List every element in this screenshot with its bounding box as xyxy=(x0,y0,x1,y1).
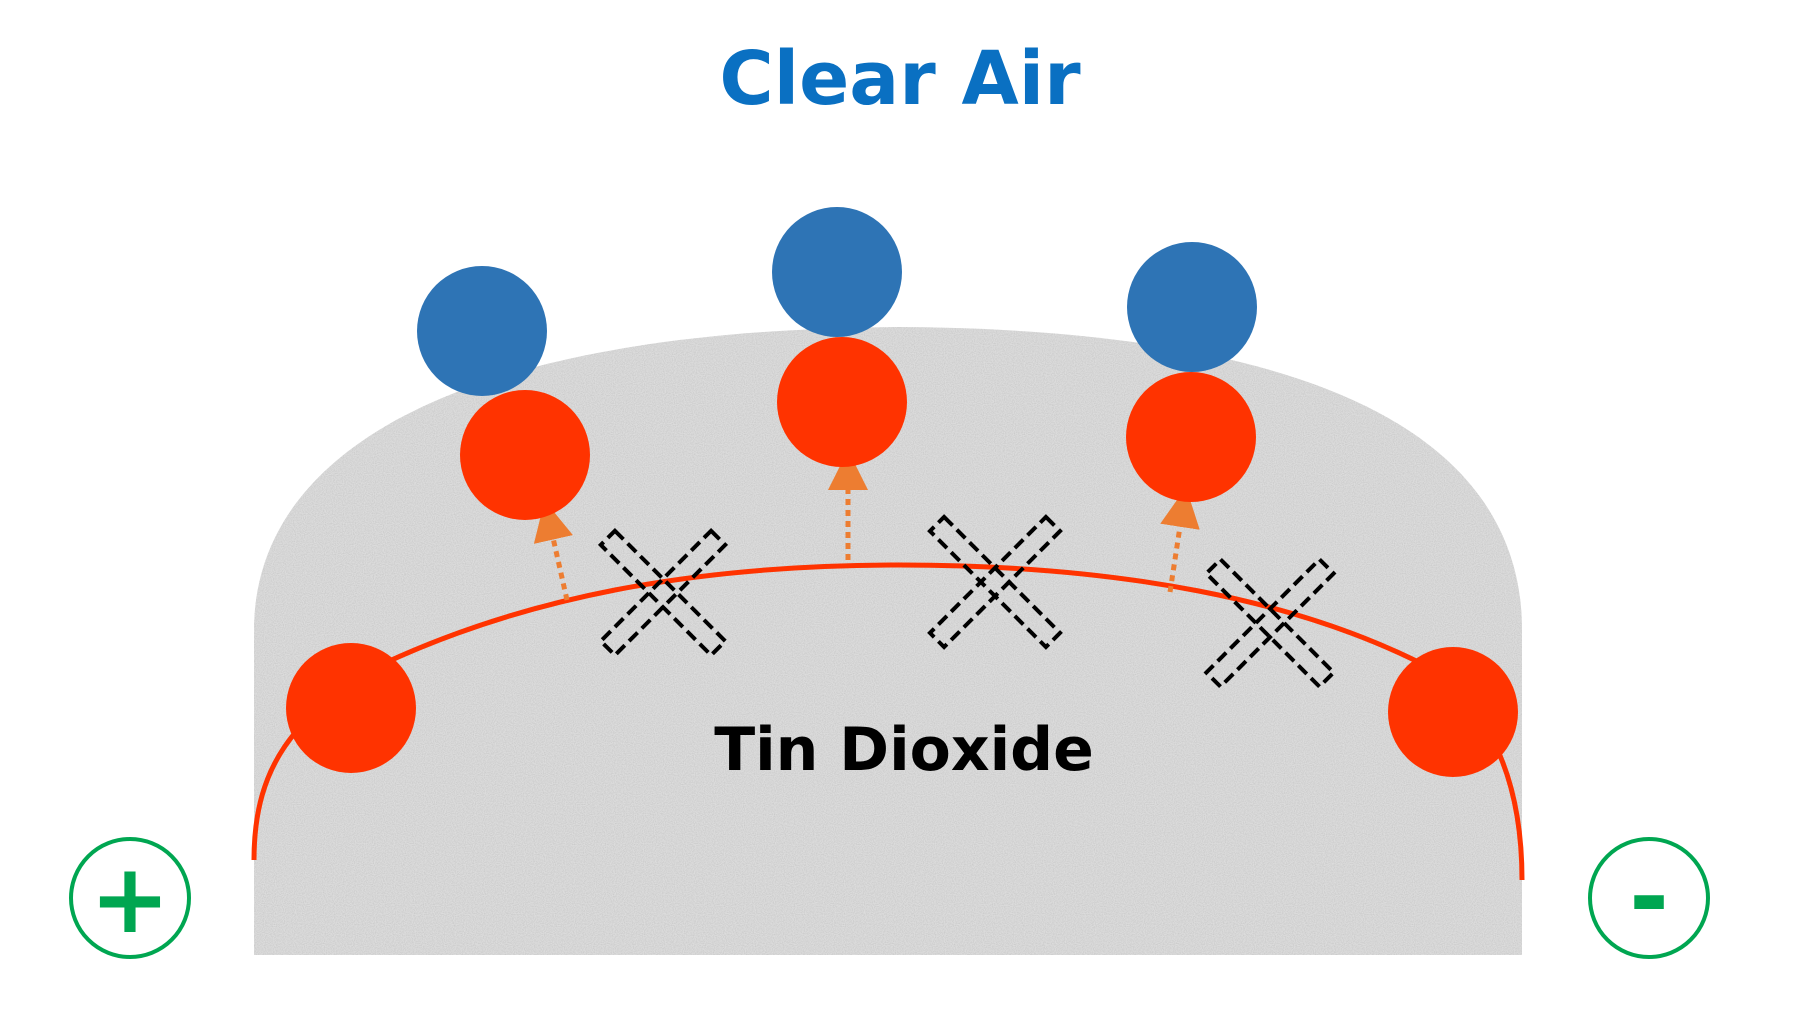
negative-terminal-ring xyxy=(1588,837,1710,959)
adsorbed-molecule xyxy=(1127,242,1257,372)
diagram-title: Clear Air xyxy=(719,36,1081,122)
positive-terminal: + xyxy=(69,837,191,959)
electron-arrow xyxy=(533,500,573,601)
oxygen-atom xyxy=(1388,647,1518,777)
negative-sign: - xyxy=(1629,841,1669,953)
oxygen-atom xyxy=(777,337,907,467)
oxygen-atom xyxy=(460,390,590,520)
blocked-flow-mark xyxy=(1203,556,1337,690)
oxygen-atom xyxy=(286,643,416,773)
electron-arrow xyxy=(1160,487,1200,593)
positive-sign: + xyxy=(90,843,170,955)
oxygen-atom xyxy=(1126,372,1256,502)
negative-terminal: - xyxy=(1588,837,1710,959)
blocked-flow-mark xyxy=(927,514,1063,650)
adsorbed-molecule xyxy=(772,207,902,337)
adsorbed-molecule xyxy=(417,266,547,396)
positive-terminal-ring xyxy=(69,837,191,959)
material-label: Tin Dioxide xyxy=(714,715,1094,785)
